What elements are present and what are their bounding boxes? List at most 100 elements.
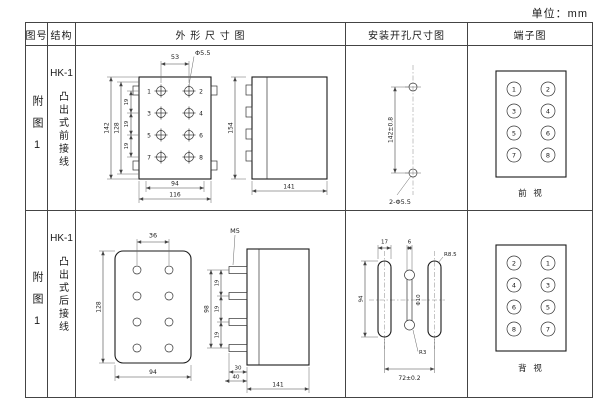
dim-r3: R3	[412, 329, 427, 356]
wiring-type-label: 凸出式前接线	[56, 91, 68, 169]
dim-141: 141	[246, 367, 309, 393]
terminal-cell: 7	[546, 325, 550, 333]
terminal-no-4: 4	[199, 110, 203, 117]
dim-53: 53	[160, 53, 189, 83]
dim-94: 94	[358, 260, 378, 338]
outline-drawing-row2: 36 128 94	[76, 211, 346, 397]
terminal-cell: 4	[546, 107, 550, 115]
terminal-cell: 6	[512, 303, 516, 311]
dim-94: 94	[114, 365, 191, 381]
structure-row1: HK-1 凸出式前接线	[48, 46, 76, 211]
view-label-front: 前 视	[518, 188, 544, 199]
dim-r3-label: R3	[419, 350, 427, 356]
header-outline-dims: 外 形 尺 寸 图	[76, 23, 346, 46]
dim-98-label: 98	[203, 305, 210, 313]
figure-no-row1: 附图1	[26, 46, 48, 211]
dim-94: 94	[145, 180, 204, 192]
terminal-no-5: 5	[147, 132, 151, 139]
header-structure: 结构	[48, 23, 76, 46]
view-label-rear: 背 视	[518, 363, 544, 374]
install-front-wiring-svg: 142±0.8 2-Φ5.5	[387, 64, 421, 206]
dim-128-label: 128	[113, 122, 120, 134]
structure-row2: HK-1 凸出式后接线	[48, 211, 76, 397]
terminal-circles: 1 2 3 4 5 6 7 8	[506, 81, 556, 162]
dim-17-label: 17	[381, 240, 388, 246]
wiring-type-label: 凸出式后接线	[56, 256, 68, 334]
figure-no-row2: 附图1	[26, 211, 48, 397]
dim-142-label: 142	[103, 122, 110, 134]
center-cutout	[403, 269, 415, 331]
figure-no-label: 附图1	[31, 270, 43, 338]
dim-128: 128	[113, 81, 139, 174]
dim-19-label: 19	[214, 332, 220, 338]
terminal-circles: 2 1 4 3 6 5 8 7	[506, 255, 556, 337]
dim-17: 17	[377, 240, 391, 259]
hole-callout: 2-Φ5.5	[389, 175, 411, 206]
terminal-no-3: 3	[147, 110, 151, 117]
drawing-sheet-table: 图号 结构 外 形 尺 寸 图 安装开孔尺寸图 端子图 附图1 HK-1 凸出式…	[25, 22, 593, 398]
dim-19-label: 19	[214, 306, 220, 312]
dim-6: 6	[406, 240, 412, 271]
dim-142: 142	[103, 76, 139, 179]
dim-128-label: 128	[95, 301, 102, 313]
dim-30-label: 30	[234, 366, 241, 372]
terminal-cell: 3	[546, 281, 550, 289]
dim-phi10-label: Φ10	[416, 294, 422, 306]
rear-view	[113, 250, 192, 364]
terminal-cell: 5	[546, 303, 550, 311]
terminal-cell: 8	[512, 325, 516, 333]
dim-116-label: 116	[169, 191, 181, 198]
terminal-cell: 5	[512, 129, 516, 137]
terminal-cell: 8	[546, 151, 550, 159]
model-label: HK-1	[50, 68, 73, 79]
terminal-cell: 2	[512, 259, 516, 267]
dim-142-08-label: 142±0.8	[387, 116, 394, 142]
header-terminal-diagram: 端子图	[468, 23, 592, 46]
dim-phi55: Φ5.5	[188, 49, 210, 85]
terminal-no-7: 7	[147, 154, 151, 161]
terminal-cell: 6	[546, 129, 550, 137]
outline-drawing-row1: 1 2 3 4 5 6 7 8 53 Φ5.5	[76, 46, 346, 211]
terminal-cell: 2	[546, 85, 550, 93]
dim-128: 128	[95, 250, 115, 364]
terminal-front-view-svg: 1 2 3 4 5 6 7 8 前 视	[495, 69, 567, 199]
dim-98: 98	[203, 269, 229, 349]
dim-154-label: 154	[227, 122, 234, 134]
dim-19-pitch: 19 19 19	[214, 270, 229, 348]
dim-141-label: 141	[272, 382, 284, 389]
dim-116: 116	[138, 180, 211, 203]
dim-r85-label: R8.5	[444, 252, 457, 258]
outline-rear-wiring-svg: 36 128 94	[95, 227, 310, 393]
dim-94-label: 94	[149, 369, 157, 376]
mounting-slots	[376, 260, 442, 338]
hole-callout-label: 2-Φ5.5	[389, 198, 411, 206]
dim-141: 141	[251, 180, 327, 195]
terminal-drawing-row1: 1 2 3 4 5 6 7 8 前 视	[468, 46, 592, 211]
terminal-no-6: 6	[199, 132, 203, 139]
dim-141-label: 141	[283, 183, 295, 190]
dim-30-40: 30 40	[224, 353, 247, 383]
dim-36: 36	[136, 232, 169, 265]
dim-53-label: 53	[170, 53, 178, 61]
terminal-cell: 7	[512, 151, 516, 159]
dim-19-pitch: 19 19 19	[124, 90, 139, 157]
unit-label: 单位：mm	[531, 8, 588, 20]
dim-154: 154	[227, 76, 246, 179]
dim-m5: M5	[230, 227, 239, 266]
dim-phi55-label: Φ5.5	[195, 49, 210, 57]
terminal-drawing-row2: 2 1 4 3 6 5 8 7 背 视	[468, 211, 592, 397]
dim-40-label: 40	[232, 375, 239, 381]
dim-19-label: 19	[124, 142, 130, 148]
dim-19-label: 19	[124, 120, 130, 126]
terminal-no-2: 2	[199, 88, 203, 95]
terminal-no-8: 8	[199, 154, 203, 161]
install-drawing-row1: 142±0.8 2-Φ5.5	[346, 46, 468, 211]
terminal-cell: 4	[512, 281, 516, 289]
install-rear-wiring-svg: 17 6 R8.5 94 Φ10 R3	[358, 240, 457, 383]
header-install-holes: 安装开孔尺寸图	[346, 23, 468, 46]
side-view	[228, 248, 310, 366]
dim-6-label: 6	[407, 240, 411, 246]
dim-94-label: 94	[171, 180, 179, 187]
dim-36-label: 36	[148, 232, 156, 240]
dim-19-label: 19	[124, 98, 130, 104]
